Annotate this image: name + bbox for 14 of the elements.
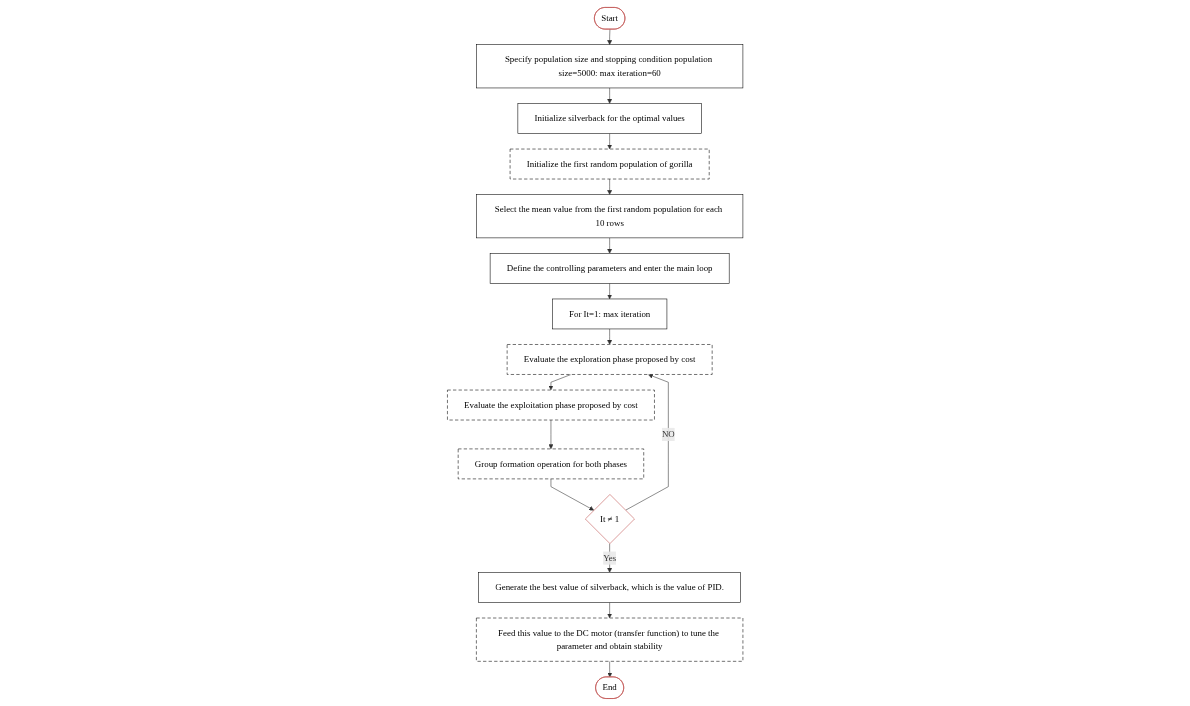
edge-label: NO <box>661 429 675 439</box>
node-box: Initialize the first random population of gorilla <box>509 148 710 180</box>
node-box: Evaluate the exploitation phase proposed by cost <box>447 389 655 421</box>
node-box: Group formation operation for both phases <box>457 448 644 480</box>
node-box: Feed this value to the DC motor (transfer function) to tune the parameter and obtain stability <box>475 617 743 662</box>
node-diamond: It ≠ 1 <box>584 494 635 544</box>
node-box: Evaluate the exploration phase proposed by cost <box>506 344 713 375</box>
node-box: Specify population size and stopping condition population size=5000: max iteration=60 <box>475 44 743 89</box>
node-box: Select the mean value from the first random population for each 10 rows <box>475 194 743 239</box>
edge-label: Yes <box>603 553 616 563</box>
node-box: Generate the best value of silverback, which is the value of PID. <box>478 572 741 603</box>
node-box: Initialize silverback for the optimal values <box>517 103 702 134</box>
node-box: Define the controlling parameters and enter the main loop <box>489 253 730 284</box>
node-box: For It=1: max iteration <box>551 298 668 330</box>
